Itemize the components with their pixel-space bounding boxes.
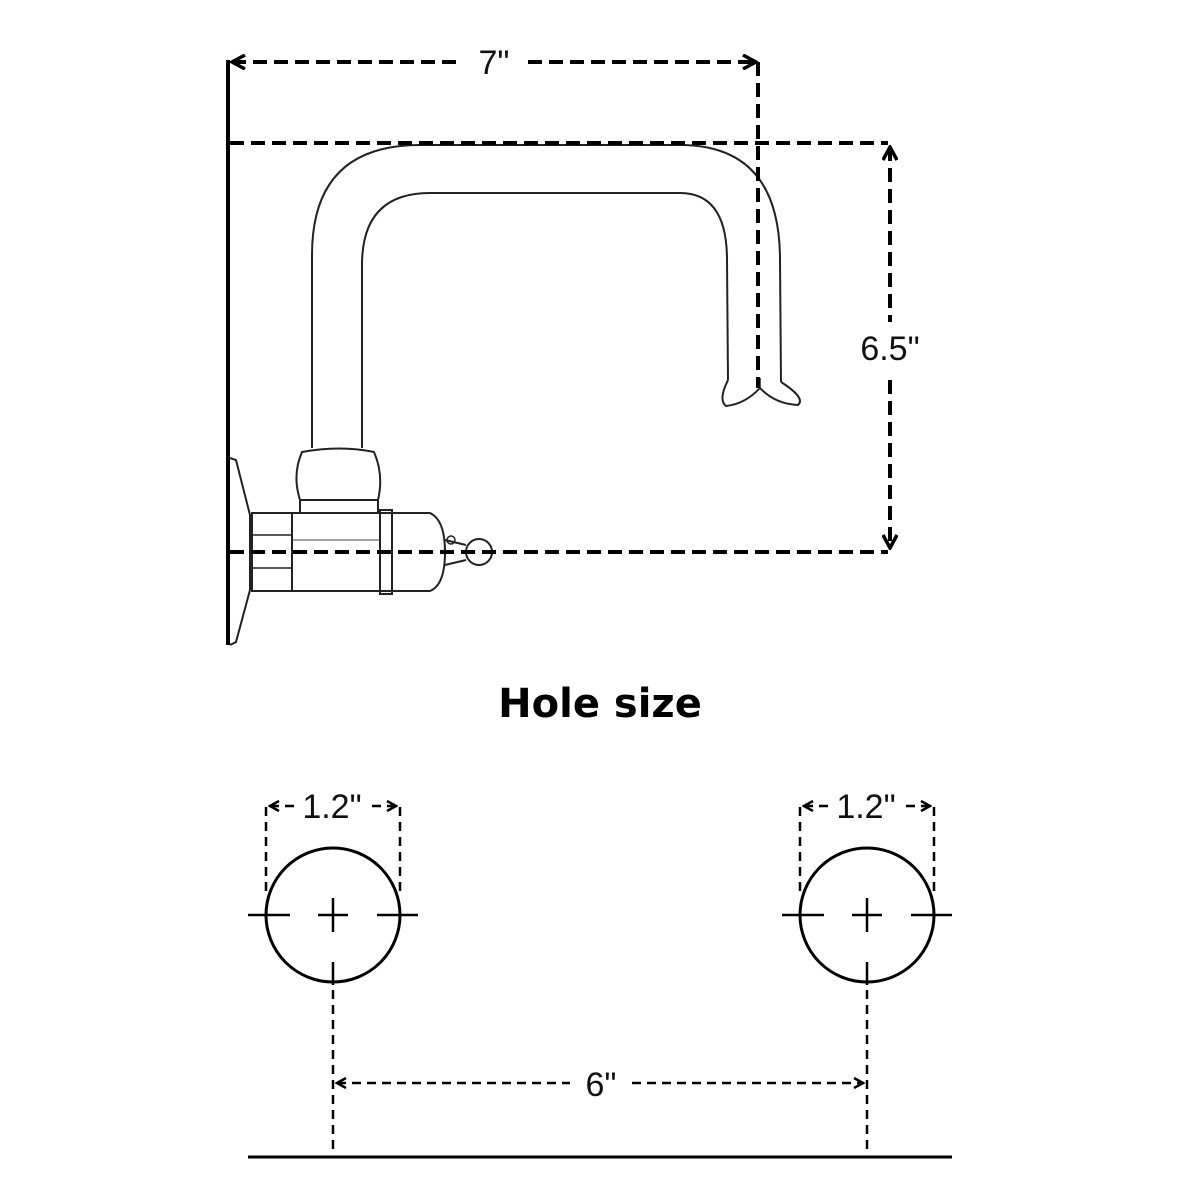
spout-tube-outer [311, 144, 782, 448]
wall-flange [229, 457, 251, 646]
height-label: 6.5" [860, 330, 919, 368]
width-dimension: 7" [232, 44, 760, 388]
left-hole-size-label: 1.2" [302, 788, 361, 826]
right-hole: 1.2" [782, 788, 952, 985]
hole-size-title: Hole size [498, 681, 702, 727]
right-hole-size-label: 1.2" [836, 788, 895, 826]
spout-tip [721, 379, 801, 408]
faucet-drawing [226, 60, 801, 646]
width-label: 7" [479, 44, 510, 82]
hole-spacing-label: 6" [586, 1066, 617, 1104]
left-hole: 1.2" [248, 788, 418, 985]
height-dimension: 6.5" [230, 141, 920, 554]
spout-tube-inner [361, 192, 729, 448]
spout-collar [295, 447, 382, 501]
hole-spacing-dimension: 6" [331, 990, 869, 1155]
